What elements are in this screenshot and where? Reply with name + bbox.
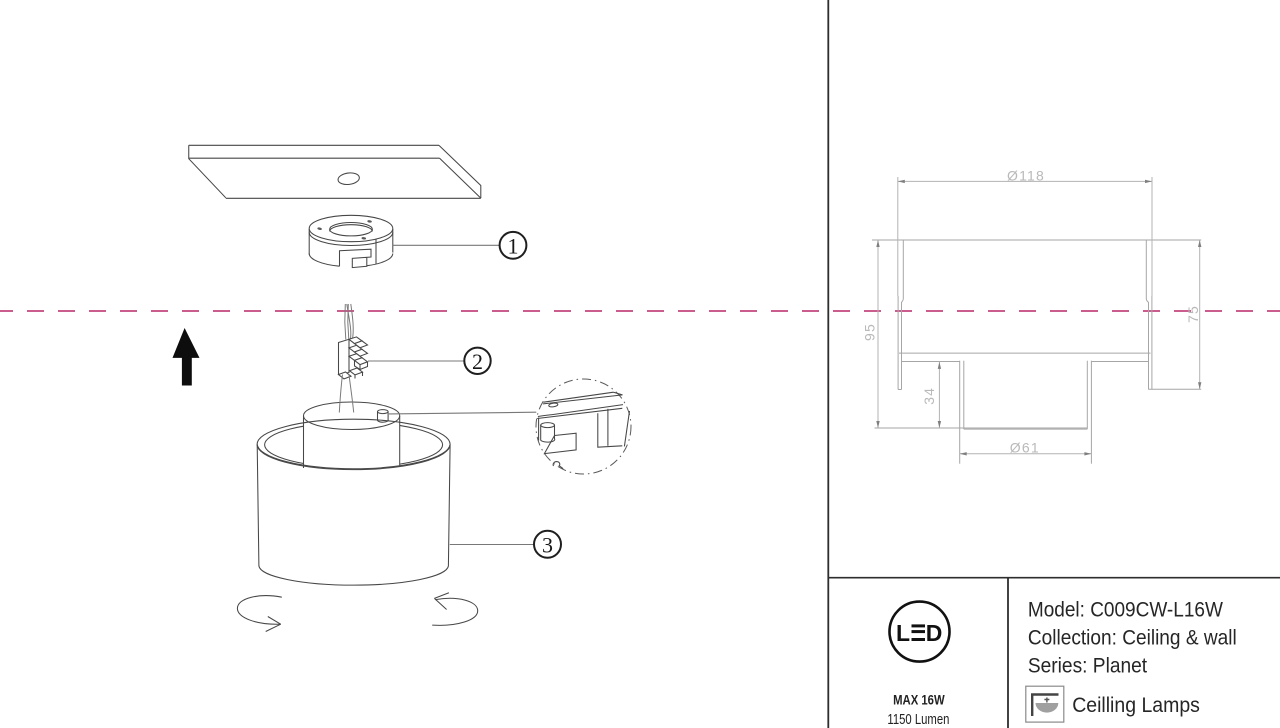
svg-text:1150 Lumen: 1150 Lumen	[887, 711, 949, 728]
svg-text:1: 1	[508, 233, 519, 258]
svg-text:Ø61: Ø61	[1010, 439, 1040, 455]
svg-text:3: 3	[542, 532, 553, 557]
svg-text:Ø118: Ø118	[1007, 168, 1045, 184]
svg-text:75: 75	[1185, 305, 1201, 323]
svg-text:34: 34	[921, 387, 937, 405]
svg-text:D: D	[926, 620, 943, 646]
svg-text:95: 95	[862, 323, 878, 341]
svg-text:L: L	[896, 620, 910, 646]
svg-text:Ceilling Lamps: Ceilling Lamps	[1072, 694, 1200, 717]
svg-text:Series: Planet: Series: Planet	[1028, 655, 1147, 678]
svg-text:Collection: Ceiling & wall: Collection: Ceiling & wall	[1028, 627, 1237, 650]
svg-text:2: 2	[472, 349, 483, 374]
svg-text:Model: C009CW-L16W: Model: C009CW-L16W	[1028, 599, 1223, 622]
svg-text:MAX 16W: MAX 16W	[893, 692, 945, 708]
